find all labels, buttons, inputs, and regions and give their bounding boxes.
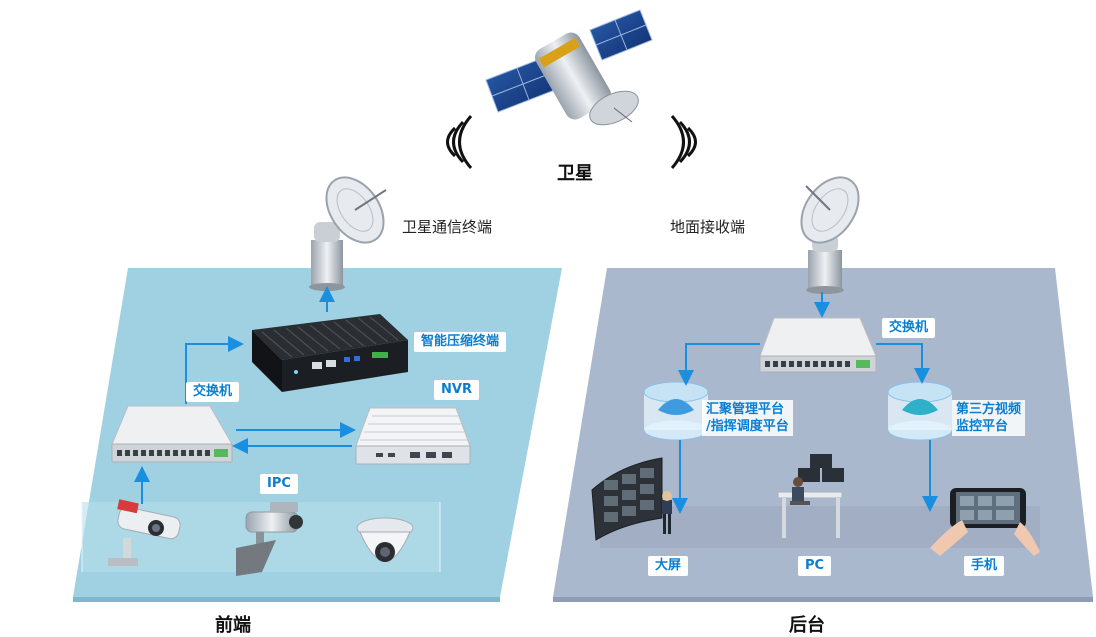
big-screen-tag: 大屏: [648, 556, 689, 576]
third-party-platform-line1: 第三方视频: [956, 402, 1022, 417]
nvr-tag: NVR: [434, 380, 479, 400]
signal-waves-right-icon: [670, 115, 697, 169]
ground-receiver-dish-icon: [800, 176, 860, 294]
phone-icon: [930, 488, 1040, 556]
compression-terminal-icon: [252, 314, 408, 392]
phone-tag: 手机: [964, 556, 1005, 576]
management-platform-icon: [643, 381, 709, 441]
arrow-switch-to-third-party: [876, 343, 930, 384]
big-screen-icon: [591, 457, 672, 541]
front-title: 前端: [215, 615, 251, 636]
ipc-dome-camera-icon: [356, 517, 414, 562]
satellite-icon: [485, 9, 653, 126]
satellite-label: 卫星: [557, 163, 593, 184]
ipc-box-camera-icon: [236, 502, 303, 576]
front-switch-tag: 交换机: [186, 382, 240, 402]
satellite-terminal-dish-icon: [309, 176, 387, 291]
satellite-terminal-label: 卫星通信终端: [402, 218, 493, 236]
ipc-bullet-camera-icon: [108, 499, 181, 566]
management-platform-line1: 汇聚管理平台: [706, 402, 785, 417]
management-platform-line2: /指挥调度平台: [706, 419, 789, 434]
ipc-tag: IPC: [260, 474, 298, 494]
ground-receiver-label: 地面接收端: [670, 218, 746, 236]
compress-terminal-tag: 智能压缩终端: [414, 332, 507, 352]
management-platform-tag: 汇聚管理平台 /指挥调度平台: [702, 400, 793, 436]
third-party-platform-tag: 第三方视频 监控平台: [952, 400, 1026, 436]
pc-workstation-icon: [777, 454, 844, 538]
arrow-switch-to-platform: [678, 343, 760, 386]
front-switch-icon: [111, 405, 233, 463]
third-party-platform-icon: [887, 381, 953, 441]
third-party-platform-line2: 监控平台: [956, 419, 1009, 434]
nvr-device-icon: [355, 407, 471, 465]
back-switch-tag: 交换机: [882, 318, 936, 338]
back-title: 后台: [789, 615, 825, 636]
pc-tag: PC: [798, 556, 832, 576]
signal-waves-left-icon: [446, 115, 473, 169]
back-switch-icon: [759, 317, 877, 373]
